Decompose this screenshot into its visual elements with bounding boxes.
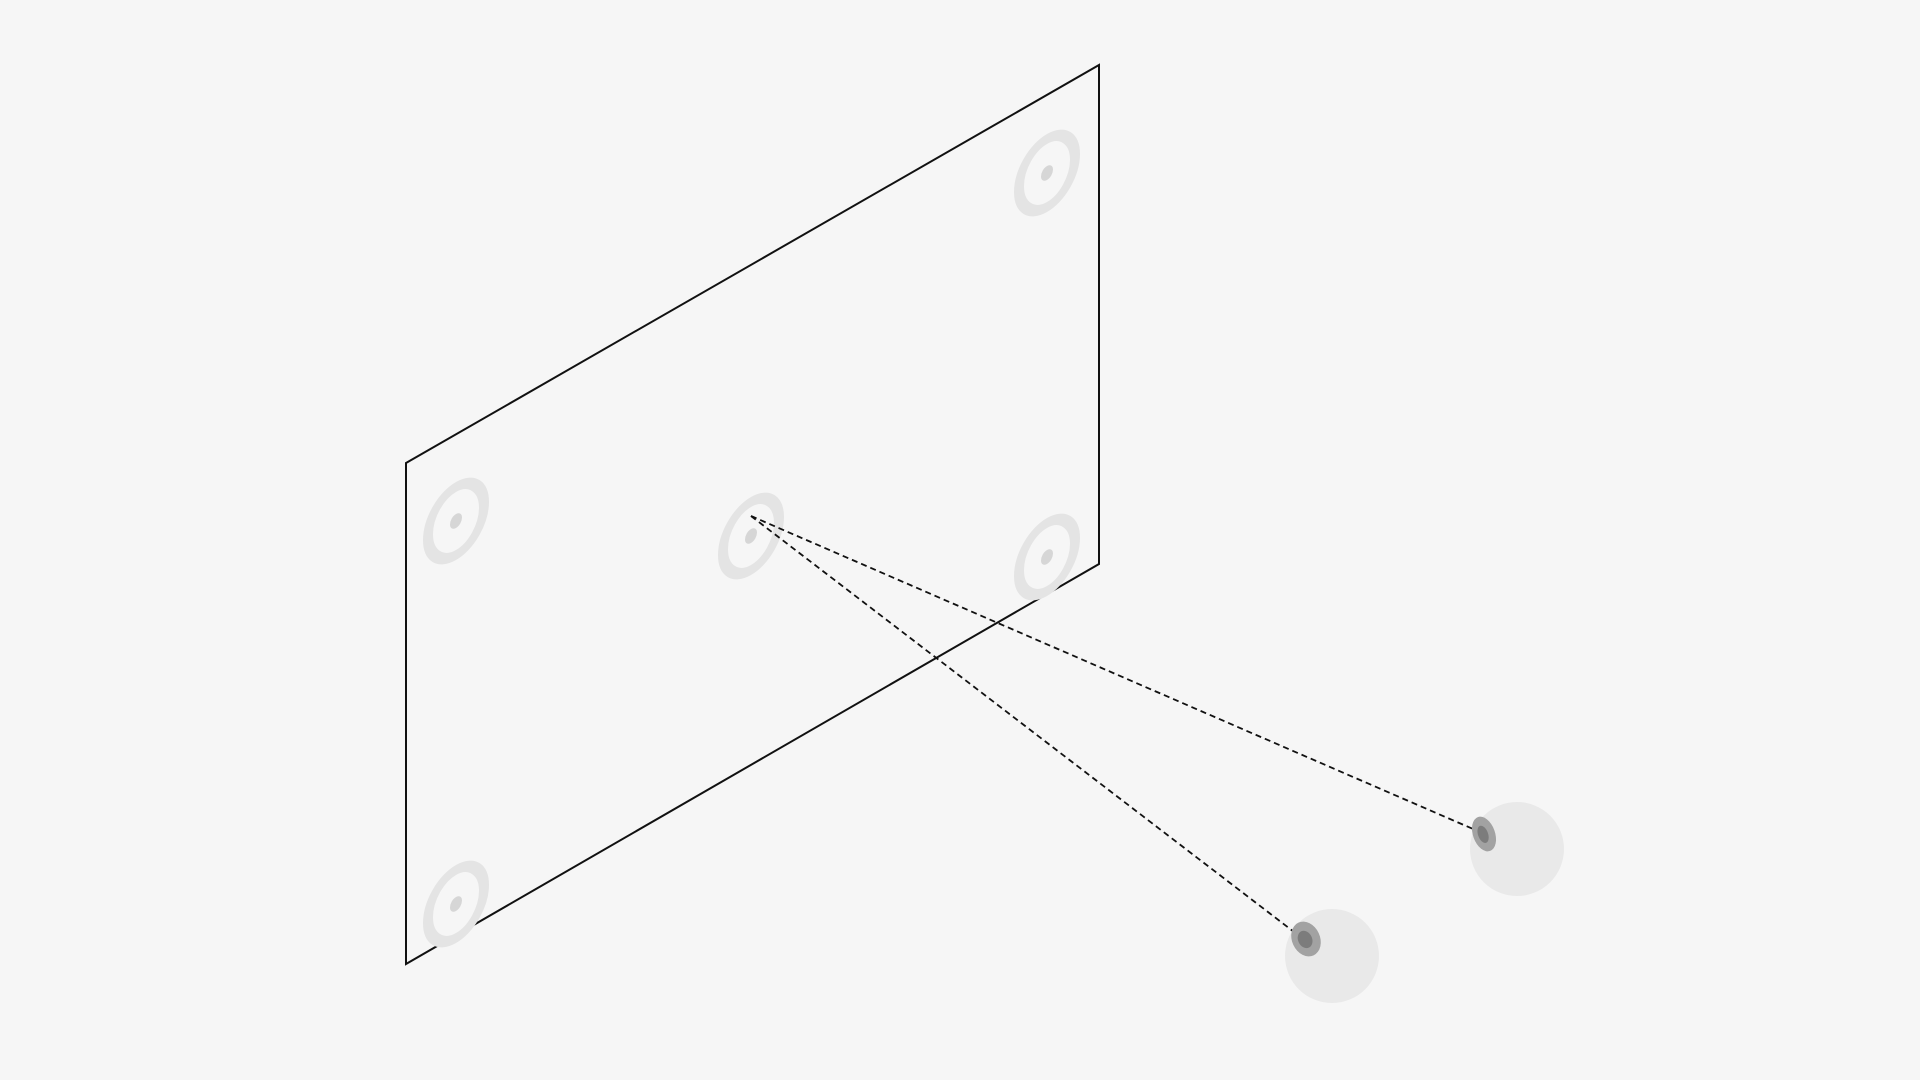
calibration-target-icon	[718, 492, 784, 580]
pupil	[1297, 930, 1313, 949]
eyeball	[1470, 802, 1564, 896]
calibration-target-icon	[1014, 129, 1080, 217]
gaze-line-right-eye	[750, 515, 1481, 833]
calibration-target-icon	[423, 860, 489, 948]
calibration-target-icon	[1014, 513, 1080, 601]
display-panel	[405, 63, 1100, 966]
eyeball-icon	[1470, 802, 1564, 896]
gaze-line-left-eye	[750, 515, 1299, 936]
calibration-target-icon	[423, 477, 489, 565]
eyeball-icon	[1285, 909, 1379, 1003]
pupil	[1477, 825, 1489, 843]
